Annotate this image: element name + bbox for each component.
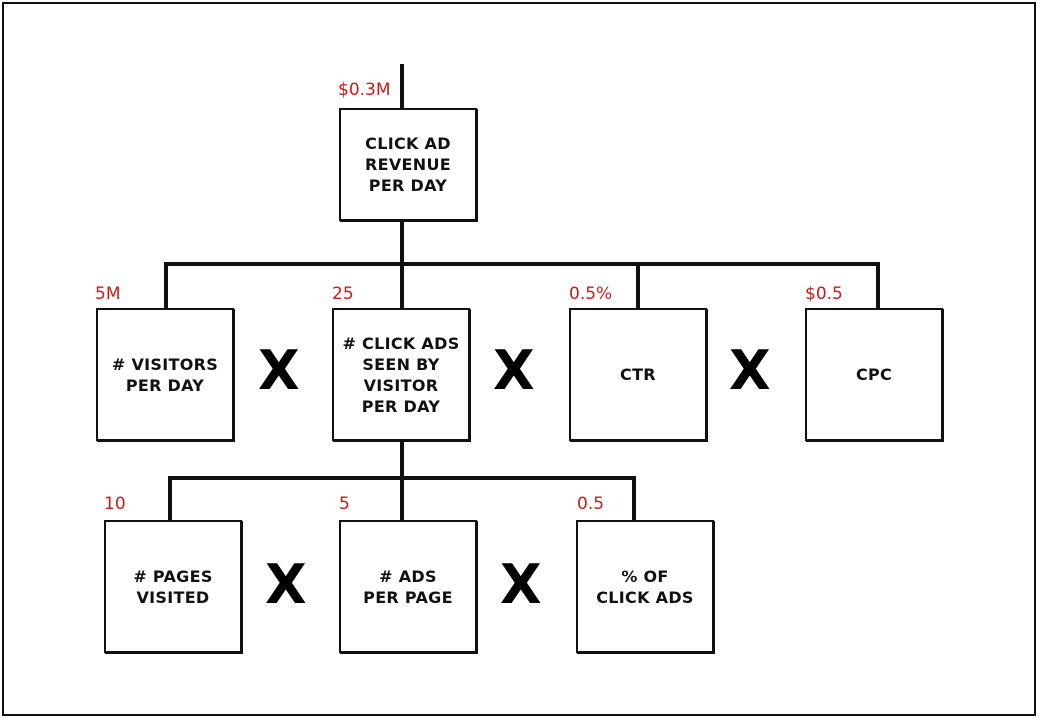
click-ads-pct-value: 0.5 (577, 494, 605, 514)
node-pct-click-ads: % OF CLICK ADS (576, 520, 714, 653)
node-pages-visited: # PAGES VISITED (104, 520, 242, 653)
multiply-operator: X (265, 553, 307, 616)
multiply-operator: X (258, 339, 300, 402)
ads-per-page-value: 5 (339, 494, 350, 514)
ctr-value: 0.5% (569, 284, 613, 304)
pages-visited-value: 10 (104, 494, 126, 514)
multiply-operator: X (500, 553, 542, 616)
node-ctr: CTR (569, 308, 707, 441)
visitors-value: 5M (95, 284, 121, 304)
multiply-operator: X (729, 339, 771, 402)
multiply-operator: X (493, 339, 535, 402)
click-ads-seen-value: 25 (332, 284, 354, 304)
node-click-ad-revenue: CLICK AD REVENUE PER DAY (339, 108, 477, 221)
node-visitors-per-day: # VISITORS PER DAY (96, 308, 234, 441)
node-click-ads-seen: # CLICK ADS SEEN BY VISITOR PER DAY (332, 308, 470, 441)
root-value: $0.3M (338, 80, 391, 100)
cpc-value: $0.5 (805, 284, 843, 304)
node-cpc: CPC (805, 308, 943, 441)
node-ads-per-page: # ADS PER PAGE (339, 520, 477, 653)
